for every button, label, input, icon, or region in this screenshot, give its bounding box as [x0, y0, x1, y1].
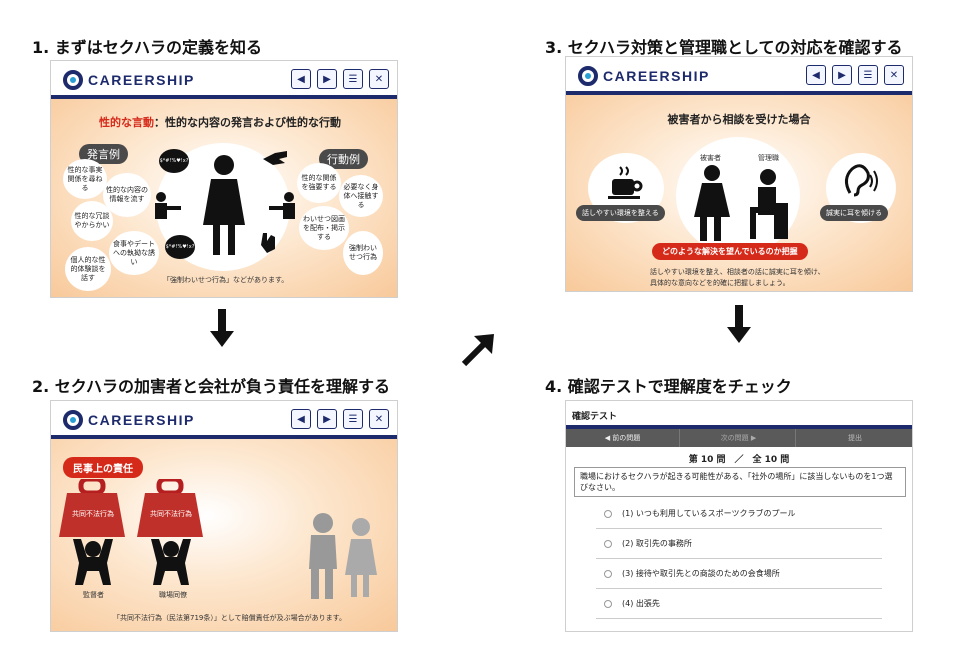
slide-header: CAREERSHIP ◀ ▶ ☰ ✕ — [51, 401, 397, 439]
weight-icon — [59, 479, 125, 537]
answer-option[interactable]: (4) 出張先 — [596, 589, 882, 619]
next-icon[interactable]: ▶ — [317, 409, 337, 429]
next-icon[interactable]: ▶ — [832, 65, 852, 85]
red-banner: どのような解決を望んでいるのか把握 — [652, 243, 808, 260]
manager-label: 管理職 — [758, 154, 779, 162]
action-bubble: 必要なく身体へ接触する — [339, 175, 383, 217]
answer-option[interactable]: (3) 接待や取引先との商談のための会食場所 — [596, 559, 882, 589]
speech-symbol-bubble: $*#!%♥!x? — [165, 235, 195, 259]
action-bubble: わいせつ図画を配布・掲示する — [299, 206, 349, 250]
action-tag: 行動例 — [319, 149, 368, 169]
speech-symbol-bubble: $*#!%♥!x? — [159, 149, 189, 173]
prev-icon[interactable]: ◀ — [806, 65, 826, 85]
slide-header: CAREERSHIP ◀ ▶ ☰ ✕ — [566, 57, 912, 95]
slide-heading: 被害者から相談を受けた場合 — [667, 113, 811, 126]
radio-icon[interactable] — [604, 509, 612, 518]
slide-panel-3: CAREERSHIP ◀ ▶ ☰ ✕ 被害者から相談を受けた場合 話しやすい環境… — [565, 56, 913, 292]
weight-icon — [137, 479, 203, 537]
answer-option[interactable]: (1) いつも利用しているスポーツクラブのプール — [596, 499, 882, 529]
quiz-title: 確認テスト — [572, 412, 618, 422]
next-icon[interactable]: ▶ — [317, 69, 337, 89]
document-icon[interactable]: ☰ — [343, 409, 363, 429]
victim-label: 被害者 — [700, 154, 721, 162]
person-lifting-icon — [73, 539, 113, 585]
person-icon — [155, 192, 181, 219]
document-icon[interactable]: ☰ — [858, 65, 878, 85]
careership-logo: CAREERSHIP — [578, 66, 710, 86]
slide-heading: 性的な言動：性的な内容の発言および性的な行動 — [99, 116, 341, 129]
down-arrow-icon — [210, 309, 234, 347]
radio-icon[interactable] — [604, 539, 612, 548]
civil-liability-tag: 民事上の責任 — [63, 457, 143, 478]
coworker-label: 職場同僚 — [159, 591, 187, 599]
careership-logo: CAREERSHIP — [63, 70, 195, 90]
quiz-toolbar: ◀ 前の問題 次の問題 ▶ 提出 — [566, 429, 912, 447]
question-text: 職場におけるセクハラが起きる可能性がある、「社外の場所」に該当しないものを1つ選… — [574, 467, 906, 497]
right-label: 誠実に耳を傾ける — [820, 205, 888, 221]
careership-logo: CAREERSHIP — [63, 410, 195, 430]
person-lifting-icon — [151, 539, 191, 585]
step1-title: 1. まずはセクハラの定義を知る — [32, 38, 262, 57]
step2-title: 2. セクハラの加害者と会社が負う責任を理解する — [32, 377, 390, 396]
step3-title: 3. セクハラ対策と管理職としての対応を確認する — [545, 38, 903, 57]
radio-icon[interactable] — [604, 569, 612, 578]
close-icon[interactable]: ✕ — [369, 69, 389, 89]
ear-icon — [845, 164, 878, 197]
victim-icon — [694, 165, 730, 241]
slide-header: CAREERSHIP ◀ ▶ ☰ ✕ — [51, 61, 397, 99]
next-question-button[interactable]: 次の問題 ▶ — [682, 429, 796, 447]
slide-description: 話しやすい環境を整え、相談者の話に誠実に耳を傾け、 — [650, 268, 825, 276]
answer-option[interactable]: (2) 取引先の事務所 — [596, 529, 882, 559]
slide-footer: 「共同不法行為（民法第719条）」として賠償責任が及ぶ場合があります。 — [113, 614, 346, 622]
slide-panel-2: CAREERSHIP ◀ ▶ ☰ ✕ 民事上の責任 共同不法行為 共同不法行為 … — [50, 400, 398, 632]
slide-footer: 「強制わいせつ行為」などがあります。 — [163, 276, 289, 284]
manager-icon — [750, 169, 788, 239]
speech-bubble: 個人的な性的体験談を話す — [65, 247, 111, 291]
speech-bubble: 性的な内容の情報を流す — [103, 173, 151, 217]
hand-icon — [261, 233, 275, 253]
hand-icon — [263, 151, 287, 165]
close-icon[interactable]: ✕ — [884, 65, 904, 85]
weight-label: 共同不法行為 — [72, 510, 114, 518]
coffee-cup-icon — [608, 166, 643, 199]
question-counter: 第 10 問 ／ 全 10 問 — [688, 455, 790, 465]
submit-button[interactable]: 提出 — [848, 434, 862, 442]
person-icon — [269, 192, 295, 219]
weight-label: 共同不法行為 — [150, 510, 192, 518]
woman-icon — [203, 155, 245, 255]
speech-bubble: 性的な事実関係を尋ねる — [63, 159, 107, 199]
close-icon[interactable]: ✕ — [369, 409, 389, 429]
up-right-arrow-icon — [461, 334, 494, 367]
prev-icon[interactable]: ◀ — [291, 409, 311, 429]
slide-description: 具体的な意向などを的確に把握しましょう。 — [650, 279, 790, 287]
prev-icon[interactable]: ◀ — [291, 69, 311, 89]
supervisor-label: 監督者 — [83, 591, 104, 599]
down-arrow-icon — [727, 305, 751, 343]
left-label: 話しやすい環境を整える — [576, 205, 665, 221]
step4-title: 4. 確認テストで理解度をチェック — [545, 377, 792, 396]
prev-question-button[interactable]: ◀ 前の問題 — [566, 429, 680, 447]
harassment-scene-icon — [309, 513, 377, 599]
speech-bubble: 食事やデートへの執拗な誘い — [109, 231, 159, 275]
slide-panel-1: CAREERSHIP ◀ ▶ ☰ ✕ 性的な言動：性的な内容の発言および性的な行… — [50, 60, 398, 298]
speech-bubble: 性的な冗談やからかい — [71, 201, 113, 241]
radio-icon[interactable] — [604, 599, 612, 608]
action-bubble: 強制わいせつ行為 — [343, 231, 383, 275]
quiz-panel: 確認テスト ◀ 前の問題 次の問題 ▶ 提出 第 10 問 ／ 全 10 問 職… — [565, 400, 913, 632]
action-bubble: 性的な関係を強要する — [297, 163, 341, 203]
document-icon[interactable]: ☰ — [343, 69, 363, 89]
